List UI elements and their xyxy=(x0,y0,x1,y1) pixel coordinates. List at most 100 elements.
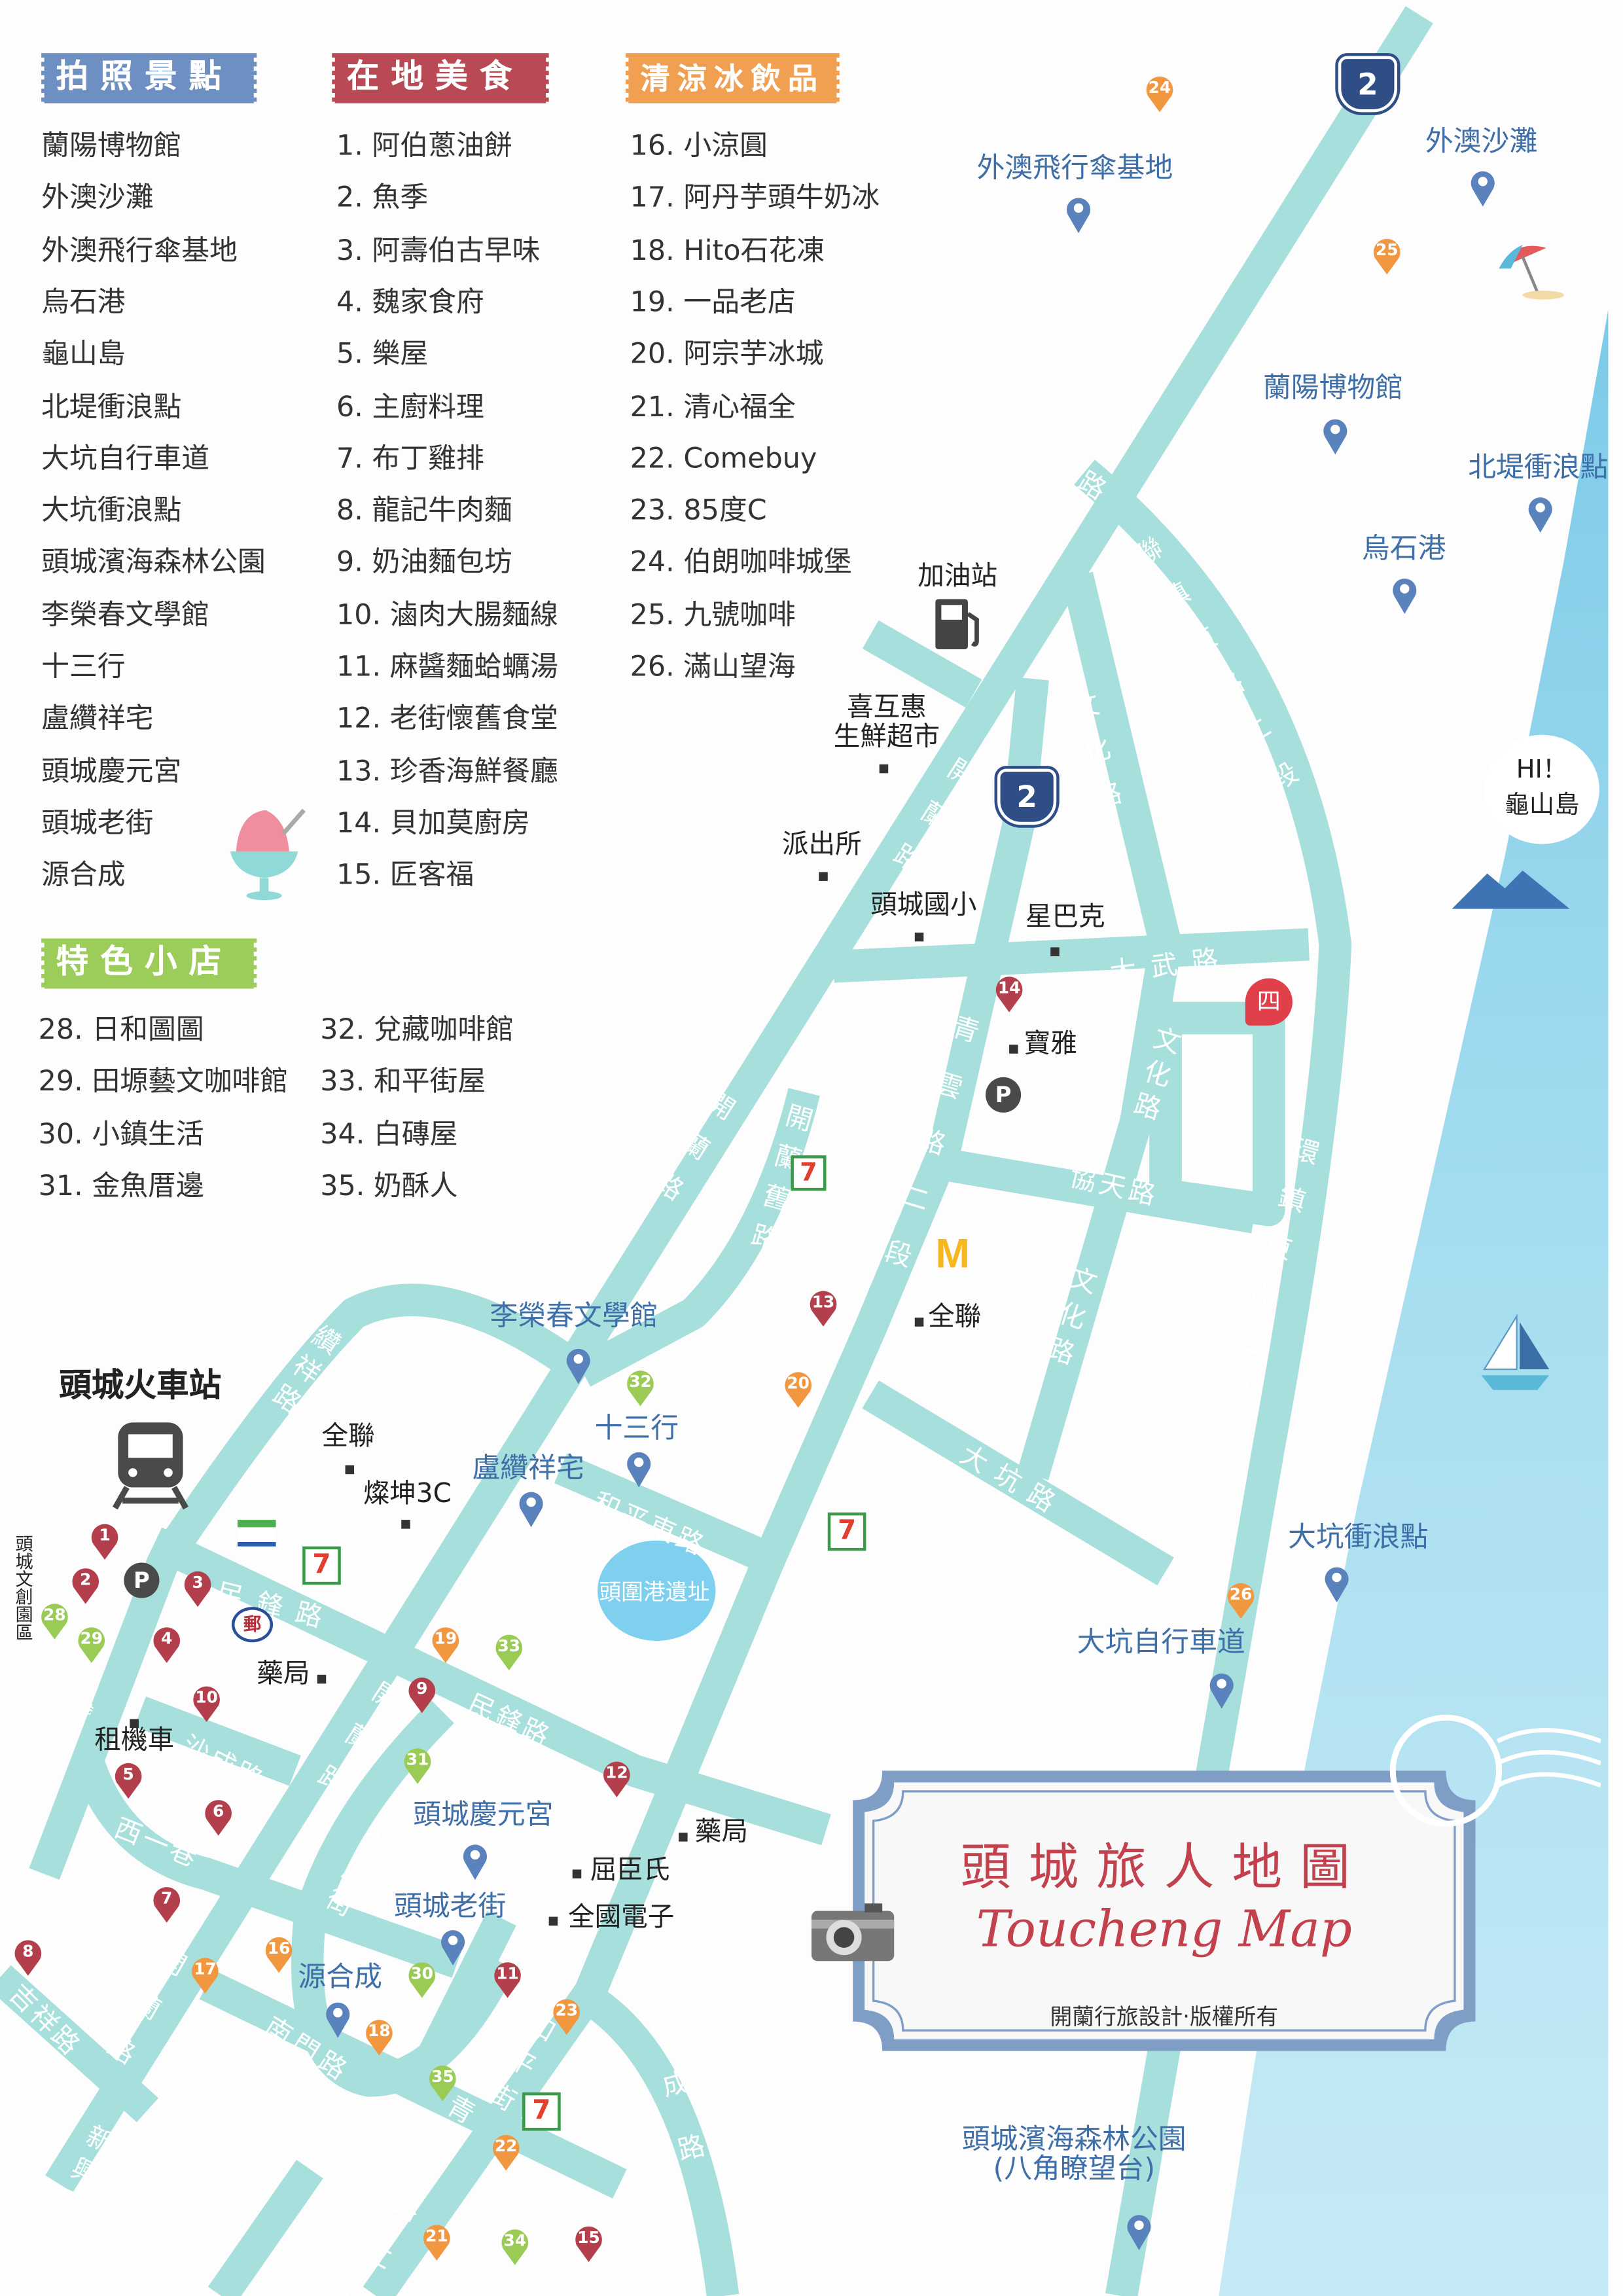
legend-item: 30. 小鎮生活 xyxy=(38,1117,204,1151)
pin-number: 18 xyxy=(368,2021,391,2041)
attraction-pin-icon[interactable] xyxy=(1208,1670,1235,1709)
pin-food-10[interactable]: 10 xyxy=(192,1683,221,1723)
attraction-label[interactable]: 蘭陽博物館 xyxy=(1262,372,1404,404)
attraction-pin-icon[interactable] xyxy=(1322,416,1349,455)
pin-food-13[interactable]: 13 xyxy=(808,1288,838,1327)
pin-shop-34[interactable]: 34 xyxy=(500,2227,529,2265)
landmark-label: 加油站 xyxy=(918,560,998,592)
road xyxy=(575,1088,820,1387)
attraction-label[interactable]: 大坑衝浪點 xyxy=(1288,1521,1429,1554)
pin-drink-21[interactable]: 21 xyxy=(422,2222,452,2261)
attraction-label[interactable]: 大坑自行車道 xyxy=(1077,1626,1245,1659)
attraction-pin-icon[interactable] xyxy=(325,2000,351,2038)
pin-number: 25 xyxy=(1375,240,1399,260)
pin-shop-29[interactable]: 29 xyxy=(77,1624,106,1663)
attraction-label[interactable]: 頭城老街 xyxy=(393,1890,507,1923)
legend-header-local-food: 在地美食 xyxy=(329,53,552,103)
road xyxy=(29,1283,593,1880)
legend-item: 32. 兌藏咖啡館 xyxy=(320,1013,514,1047)
pin-drink-16[interactable]: 16 xyxy=(264,1935,294,1973)
pin-number: 19 xyxy=(434,1628,457,1649)
legend-item: 31. 金魚厝邊 xyxy=(38,1170,204,1203)
pin-food-14[interactable]: 14 xyxy=(995,974,1024,1013)
legend-item: 18. Hito石花凍 xyxy=(630,234,825,267)
title-box: 頭城旅人地圖 Toucheng Map 開蘭行旅設計‧版權所有 xyxy=(853,1770,1476,2051)
landmark-label: 喜互惠 生鮮超市 xyxy=(833,692,940,753)
pin-food-6[interactable]: 6 xyxy=(204,1797,233,1836)
pin-drink-20[interactable]: 20 xyxy=(783,1369,813,1408)
attraction-pin-icon[interactable] xyxy=(1065,195,1092,234)
pin-food-8[interactable]: 8 xyxy=(13,1937,43,1976)
attraction-pin-icon[interactable] xyxy=(626,1449,652,1488)
train-station-icon xyxy=(112,1422,188,1510)
attraction-pin-icon[interactable] xyxy=(462,1842,489,1880)
attraction-pin-icon[interactable] xyxy=(1469,168,1496,207)
attraction-pin-icon[interactable] xyxy=(1527,494,1554,533)
pin-drink-22[interactable]: 22 xyxy=(491,2132,521,2171)
pin-shop-33[interactable]: 33 xyxy=(494,1632,524,1671)
attraction-label[interactable]: 烏石港 xyxy=(1361,532,1446,565)
shaved-ice-icon xyxy=(230,808,306,901)
pin-drink-18[interactable]: 18 xyxy=(365,2017,394,2056)
attraction-label[interactable]: 外澳飛行傘基地 xyxy=(976,152,1173,185)
pin-number: 4 xyxy=(161,1628,173,1649)
legend-item: 21. 清心福全 xyxy=(630,390,796,423)
pin-food-12[interactable]: 12 xyxy=(602,1759,632,1797)
pin-food-9[interactable]: 9 xyxy=(407,1675,437,1713)
landmark-dot-icon xyxy=(1009,1045,1018,1054)
pin-number: 11 xyxy=(496,1964,519,1984)
attraction-label[interactable]: 源合成 xyxy=(298,1961,382,1994)
mcdonalds-icon: M xyxy=(935,1230,970,1277)
attraction-pin-icon[interactable] xyxy=(1126,2212,1152,2251)
pin-shop-28[interactable]: 28 xyxy=(40,1601,69,1640)
seven-eleven-icon: 7 xyxy=(791,1155,827,1191)
pin-shop-35[interactable]: 35 xyxy=(428,2063,457,2102)
attraction-pin-icon[interactable] xyxy=(518,1489,544,1528)
legend-item: 十三行 xyxy=(41,651,126,683)
landmark-dot-icon xyxy=(317,1674,327,1684)
pin-food-3[interactable]: 3 xyxy=(183,1569,213,1607)
pin-shop-31[interactable]: 31 xyxy=(402,1746,432,1784)
pin-number: 13 xyxy=(812,1292,835,1312)
legend-item: 北堤衝浪點 xyxy=(41,390,182,423)
pin-drink-23[interactable]: 23 xyxy=(552,1996,581,2035)
map-title-chinese: 頭城旅人地圖 xyxy=(960,1839,1368,1898)
road xyxy=(399,1910,516,2103)
legend-item: 烏石港 xyxy=(41,286,126,319)
pin-number: 16 xyxy=(267,1939,291,1958)
attraction-pin-icon[interactable] xyxy=(1323,1564,1350,1603)
post-office-icon: 郵 xyxy=(231,1607,274,1643)
pin-food-1[interactable]: 1 xyxy=(90,1521,120,1560)
pin-shop-30[interactable]: 30 xyxy=(407,1960,437,1998)
legend-item: 2. 魚季 xyxy=(336,181,429,215)
legend-item: 大坑自行車道 xyxy=(41,442,210,475)
legend-item: 李榮春文學館 xyxy=(41,598,210,632)
pin-shop-32[interactable]: 32 xyxy=(626,1368,655,1407)
pin-food-15[interactable]: 15 xyxy=(574,2224,603,2263)
attraction-label[interactable]: 北堤衝浪點 xyxy=(1468,451,1609,484)
pin-drink-24[interactable]: 24 xyxy=(1145,74,1174,113)
attraction-label[interactable]: 十三行 xyxy=(594,1412,679,1445)
attraction-label[interactable]: 李榮春文學館 xyxy=(490,1300,658,1333)
pin-food-5[interactable]: 5 xyxy=(114,1761,143,1799)
pin-drink-19[interactable]: 19 xyxy=(431,1624,460,1663)
attraction-label[interactable]: 頭城慶元宮 xyxy=(413,1799,554,1831)
legend-item: 4. 魏家食府 xyxy=(336,286,484,319)
attraction-label[interactable]: 頭城濱海森林公園 (八角瞭望台) xyxy=(961,2123,1186,2185)
legend-item: 5. 樂屋 xyxy=(336,338,429,371)
pin-food-4[interactable]: 4 xyxy=(152,1624,181,1663)
familymart-icon xyxy=(237,1520,276,1547)
attraction-pin-icon[interactable] xyxy=(565,1346,592,1384)
pin-drink-25[interactable]: 25 xyxy=(1372,236,1402,275)
pin-food-2[interactable]: 2 xyxy=(71,1566,100,1604)
attraction-pin-icon[interactable] xyxy=(440,1927,467,1965)
pin-food-7[interactable]: 7 xyxy=(152,1884,181,1923)
pin-drink-17[interactable]: 17 xyxy=(190,1955,220,1994)
attraction-pin-icon[interactable] xyxy=(1391,575,1418,614)
pin-food-11[interactable]: 11 xyxy=(493,1960,522,1998)
legend-header-photo-spots: 拍照景點 xyxy=(38,53,260,103)
attraction-label[interactable]: 盧纘祥宅 xyxy=(472,1452,584,1485)
attraction-label[interactable]: 外澳沙灘 xyxy=(1425,125,1538,158)
pin-drink-26[interactable]: 26 xyxy=(1226,1581,1255,1619)
turtle-island-speech-bubble: HI！ 龜山島 xyxy=(1484,734,1599,844)
